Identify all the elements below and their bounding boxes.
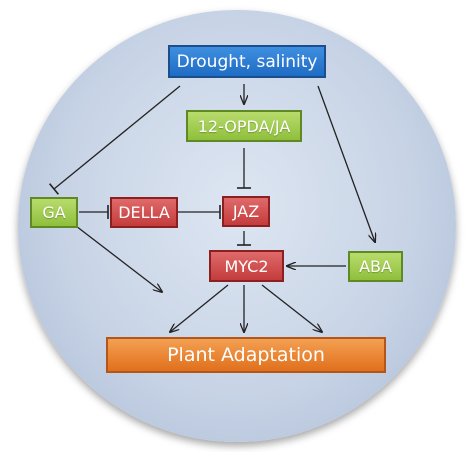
jaz-node: JAZ [222,196,270,227]
myc2-node: MYC2 [209,250,284,282]
plant-adaptation-node: Plant Adaptation [106,337,386,373]
edge-myc2-to-adaptation-right [261,284,322,332]
edge-myc2-to-adaptation-left [170,284,229,332]
edge-ga-to-adaptation [75,225,162,292]
drought-salinity-node: Drought, salinity [168,45,326,78]
aba-node: ABA [348,251,403,282]
ga-node: GA [30,197,78,228]
della-node: DELLA [110,197,178,228]
opda-ja-node: 12-OPDA/JA [186,110,302,142]
edge-drought-to-aba [317,85,375,242]
edge-drought-inhibits-ga [48,85,181,195]
